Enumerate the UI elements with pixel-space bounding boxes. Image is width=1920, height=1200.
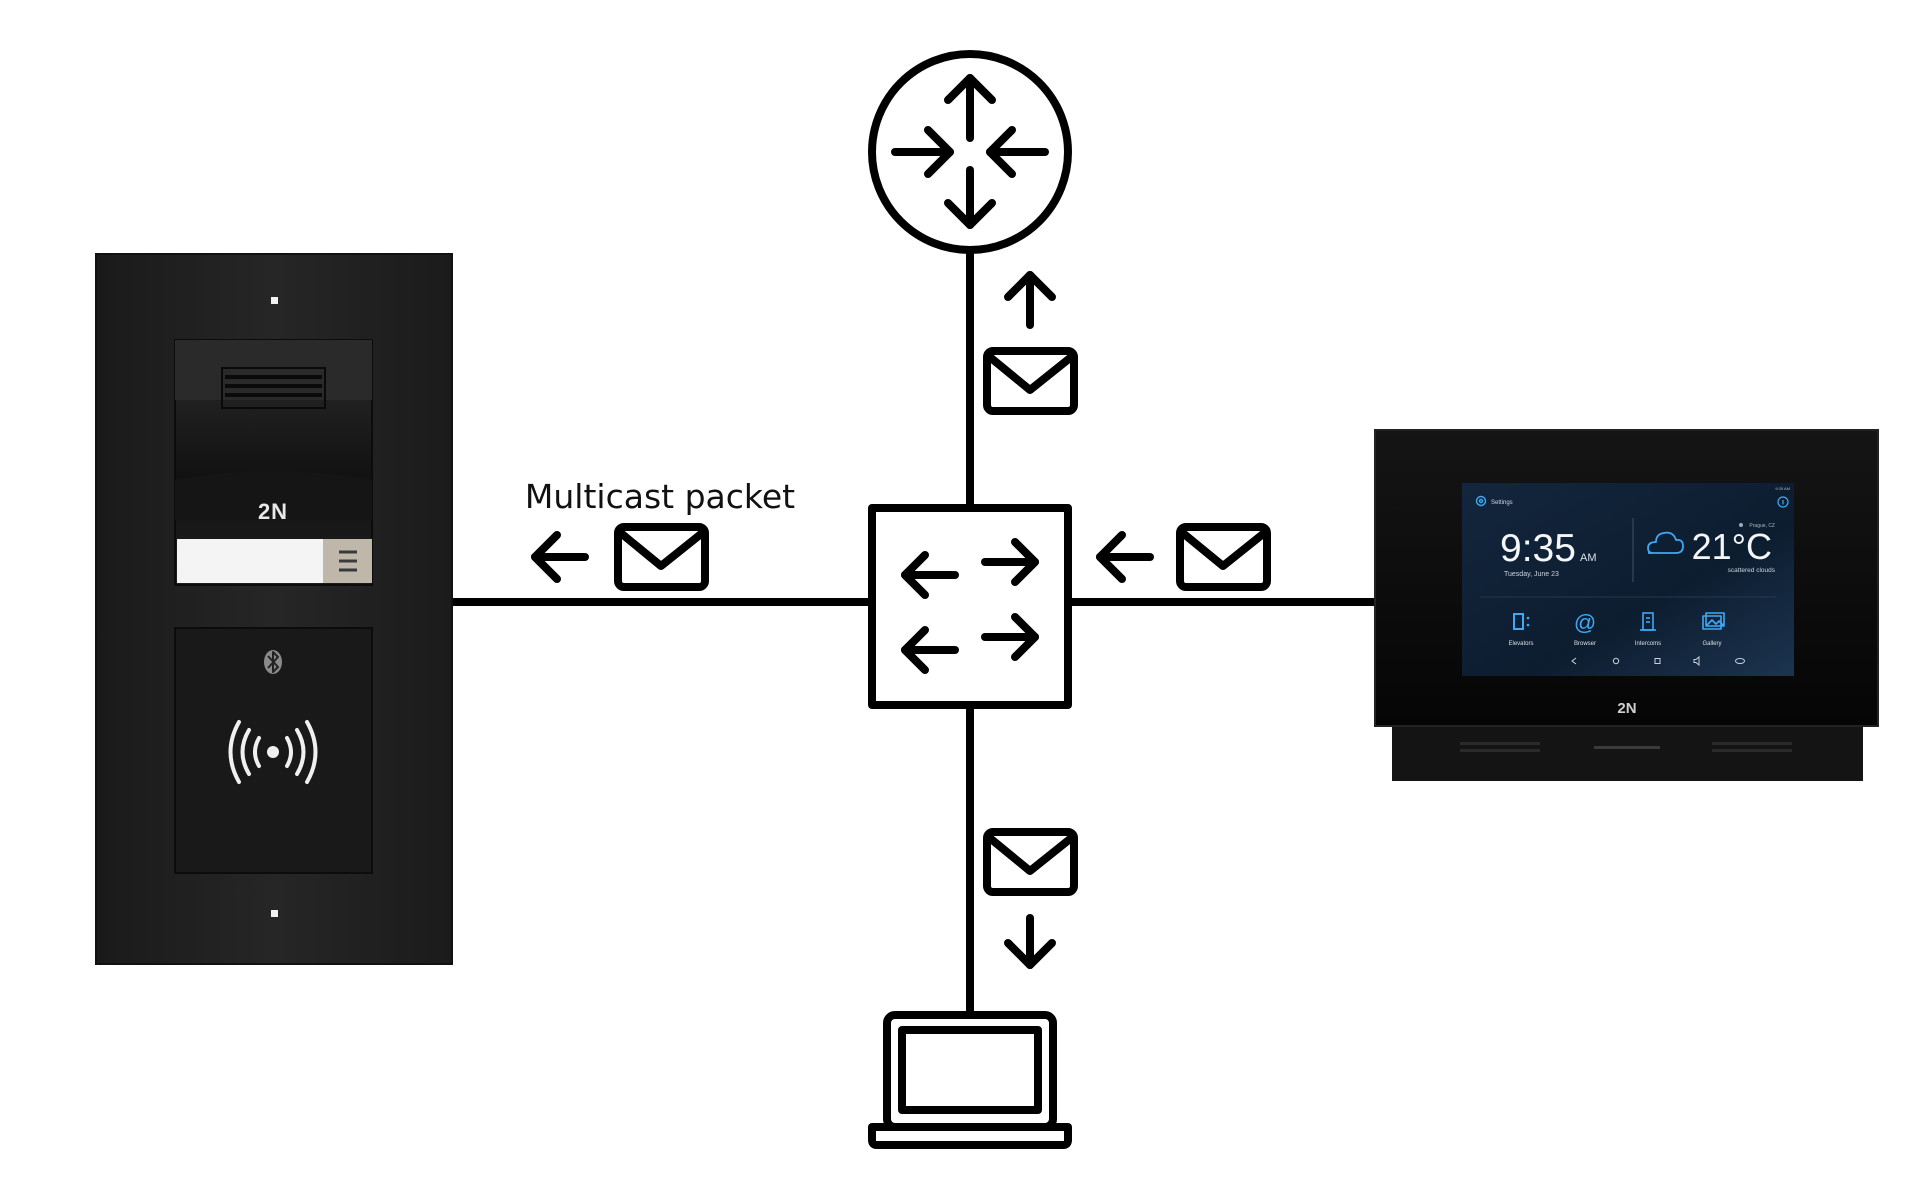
screen-location: Prague, CZ	[1749, 523, 1775, 529]
answering-unit-base	[1392, 724, 1863, 781]
volume-icon[interactable]	[1693, 655, 1700, 667]
envelope-icon	[614, 523, 709, 591]
intercom-logo: 2N	[258, 499, 288, 524]
app-label: Intercoms	[1635, 641, 1661, 647]
app-intercoms[interactable]: Intercoms	[1635, 612, 1661, 647]
screen-weather: scattered clouds	[1728, 567, 1776, 574]
connection-lines	[450, 250, 1375, 1015]
switch-icon	[868, 504, 1072, 709]
packet-to-router	[983, 271, 1078, 415]
app-label: Browser	[1574, 641, 1596, 647]
intercom-icon	[1640, 612, 1656, 631]
indicator-dot-top	[271, 297, 278, 304]
name-tag-label	[177, 539, 323, 583]
home-icon[interactable]	[1612, 657, 1620, 665]
indicator-dot-bottom	[271, 910, 278, 917]
pin-icon	[1739, 523, 1743, 527]
screen-ampm: AM	[1580, 552, 1597, 564]
packet-from-answering-unit	[1096, 523, 1271, 591]
screen-date: Tuesday, June 23	[1504, 571, 1559, 578]
envelope-icon	[983, 828, 1078, 896]
bluetooth-icon	[264, 650, 282, 674]
app-label: Elevators	[1508, 641, 1533, 647]
speaker-grille	[225, 375, 322, 397]
answering-unit-device: 2N Settings 9:35 AM 9:35 AM Tuesday, Jun…	[1374, 429, 1879, 781]
eye-icon[interactable]	[1735, 658, 1745, 664]
app-label: Gallery	[1702, 641, 1721, 647]
app-browser[interactable]: @ Browser	[1574, 610, 1596, 647]
screen-status-time: 9:35 AM	[1775, 486, 1790, 491]
nav-bar	[1571, 655, 1745, 667]
screen-temperature: 21°C	[1692, 526, 1772, 567]
back-icon[interactable]	[1571, 657, 1577, 665]
packet-to-intercom	[531, 523, 709, 591]
app-elevators[interactable]: Elevators	[1508, 613, 1534, 647]
info-icon[interactable]	[1777, 496, 1789, 508]
answering-unit-logo: 2N	[1617, 700, 1636, 717]
laptop-icon	[868, 1011, 1072, 1149]
screen-settings-label: Settings	[1491, 500, 1513, 506]
nfc-icon	[228, 720, 318, 784]
router-icon	[868, 50, 1072, 254]
gallery-icon	[1702, 612, 1725, 630]
intercom-device: 2N	[95, 253, 453, 965]
gear-icon	[1475, 495, 1487, 507]
menu-icon	[339, 550, 357, 572]
cloud-icon	[1647, 531, 1684, 554]
envelope-icon	[983, 347, 1078, 415]
envelope-icon	[1176, 523, 1271, 591]
app-gallery[interactable]: Gallery	[1702, 612, 1725, 647]
recents-icon[interactable]	[1654, 658, 1661, 664]
packet-to-laptop	[983, 828, 1078, 969]
multicast-label: Multicast packet	[525, 477, 795, 516]
at-icon: @	[1574, 610, 1596, 635]
touch-screen[interactable]	[1462, 483, 1794, 676]
screen-time: 9:35	[1500, 527, 1576, 570]
elevator-icon	[1513, 613, 1530, 630]
